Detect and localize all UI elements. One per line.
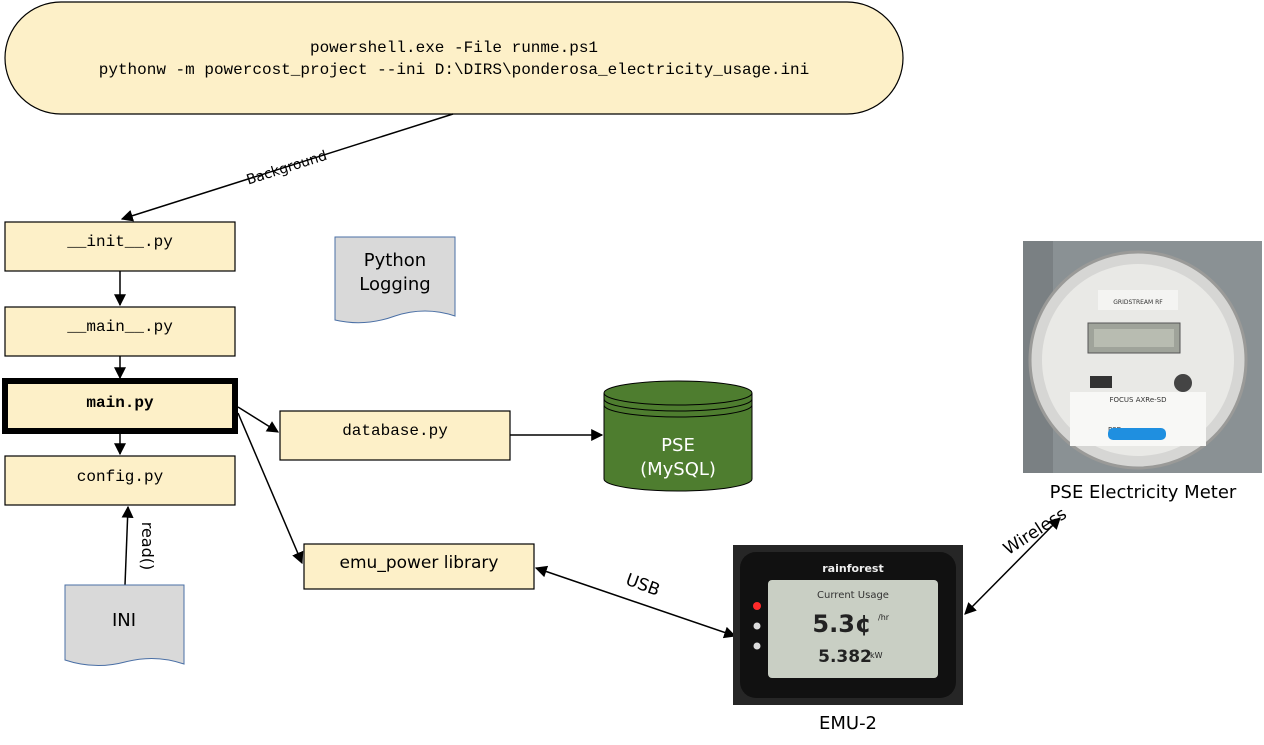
pse-db-label-line-1: PSE — [661, 435, 695, 456]
wireless-edge — [964, 517, 1061, 615]
database-label: database.py — [342, 422, 448, 440]
ini-document: INI — [64, 584, 185, 666]
emu-led-red — [753, 602, 761, 610]
emu2-device-image: rainforest Current Usage 5.3¢ /hr 5.382 … — [733, 545, 963, 705]
main-to-emu-power-edge — [237, 412, 304, 565]
background-edge-label: Background — [245, 148, 329, 189]
emu-brand: rainforest — [822, 562, 883, 575]
meter-brand: GRIDSTREAM RF — [1113, 299, 1163, 306]
main-dunder-label: __main__.py — [66, 318, 173, 336]
read-edge — [121, 505, 134, 586]
usb-edge — [534, 565, 737, 639]
python-logging-document: Python Logging — [334, 236, 456, 324]
read-edge-label: read() — [138, 522, 157, 571]
init-node: __init__.py — [4, 221, 236, 272]
main-node: main.py — [2, 378, 238, 434]
command-line-1: powershell.exe -File runme.ps1 — [310, 39, 598, 57]
config-node: config.py — [4, 455, 236, 506]
emu-led-2 — [753, 642, 761, 650]
logging-label-line-2: Logging — [359, 274, 430, 295]
database-node: database.py — [279, 410, 511, 461]
main-dunder-node: __main__.py — [4, 306, 236, 357]
command-node: powershell.exe -File runme.ps1 pythonw -… — [4, 1, 904, 115]
emu-rate: 5.3¢ — [812, 610, 871, 638]
emu-rate-unit: /hr — [878, 613, 890, 622]
pse-mysql-database: PSE (MySQL) — [603, 380, 753, 492]
emu-power-unit: kW — [870, 651, 883, 660]
main-label: main.py — [86, 394, 154, 412]
emu-power-library-node: emu_power library — [303, 543, 535, 590]
background-edge — [120, 113, 454, 222]
emu-power: 5.382 — [818, 647, 872, 667]
wireless-edge-label: Wireless — [1000, 504, 1071, 560]
command-line-2: pythonw -m powercost_project --ini D:\DI… — [99, 61, 810, 79]
usb-edge-label: USB — [623, 570, 663, 601]
main-to-database-edge — [237, 406, 280, 433]
pse-db-label-line-2: (MySQL) — [640, 459, 716, 480]
logging-label-line-1: Python — [364, 250, 426, 271]
emu2-caption: EMU-2 — [819, 713, 877, 734]
emu-screen-title: Current Usage — [817, 590, 889, 601]
meter-model: FOCUS AXRe-SD — [1109, 396, 1166, 404]
pse-meter-image: GRIDSTREAM RF FOCUS AXRe-SD PSE — [1023, 241, 1262, 473]
emu-power-library-label: emu_power library — [340, 553, 499, 573]
ini-label: INI — [112, 610, 136, 631]
init-label: __init__.py — [66, 233, 173, 251]
meter-caption: PSE Electricity Meter — [1050, 482, 1237, 503]
emu-led-1 — [753, 622, 761, 630]
config-label: config.py — [77, 468, 164, 486]
